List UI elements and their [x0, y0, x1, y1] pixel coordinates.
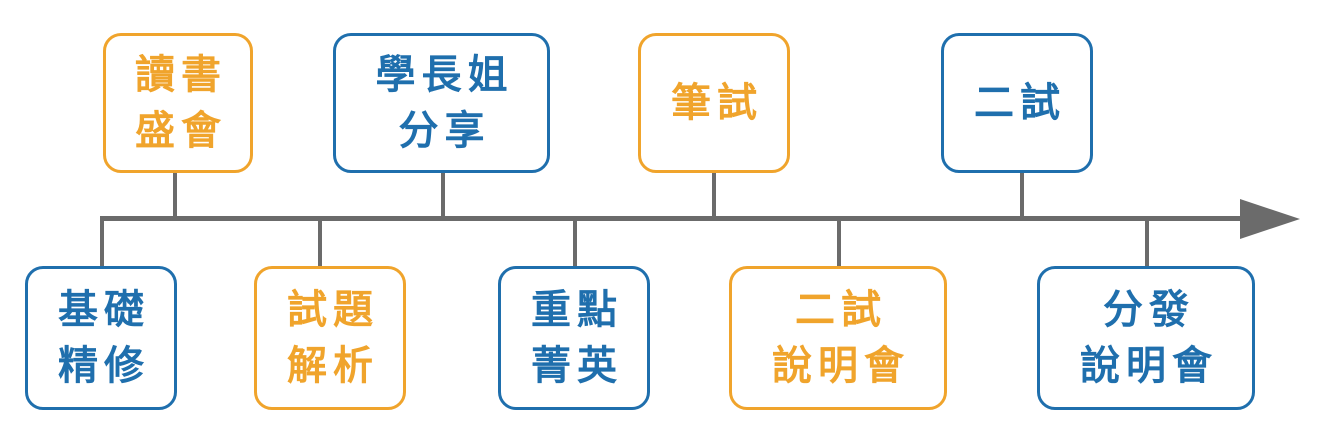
stage-box-exam-analysis: 試題 解析: [254, 266, 406, 410]
stage-box-line: 重點: [531, 287, 623, 333]
stage-box-written-exam: 筆試: [638, 33, 790, 173]
stage-box-line: 盛會: [135, 108, 227, 154]
stage-box-line: 筆試: [671, 80, 763, 126]
stage-box-senior-sharing: 學長姐 分享: [333, 33, 550, 173]
stage-box-foundation: 基礎 精修: [25, 266, 177, 410]
stage-box-line: 二試: [974, 80, 1066, 126]
stage-box-line: 分發: [1103, 287, 1195, 333]
stage-box-reading-event: 讀書 盛會: [103, 33, 253, 173]
connector-below-1: [100, 218, 104, 268]
stage-box-line: 分享: [398, 108, 491, 154]
stage-box-placement-briefing: 分發 說明會: [1037, 266, 1255, 410]
stage-box-line: 試題: [287, 287, 379, 333]
connector-below-4: [837, 218, 841, 268]
connector-below-2: [318, 218, 322, 268]
connector-above-3: [712, 172, 716, 218]
timeline-arrowhead: [1240, 199, 1300, 239]
stage-box-line: 讀書: [135, 52, 227, 98]
connector-below-3: [573, 218, 577, 268]
timeline-axis: [100, 216, 1250, 221]
stage-box-line: 說明會: [1080, 343, 1218, 389]
connector-above-1: [173, 172, 177, 218]
stage-box-line: 基礎: [58, 287, 150, 333]
stage-box-line: 二試: [795, 287, 887, 333]
stage-box-line: 說明會: [772, 343, 910, 389]
stage-box-key-elite: 重點 菁英: [498, 266, 650, 410]
stage-box-second-exam-briefing: 二試 說明會: [729, 266, 947, 410]
stage-box-line: 菁英: [531, 343, 623, 389]
stage-box-line: 精修: [58, 343, 150, 389]
stage-box-line: 學長姐: [375, 52, 514, 98]
stage-box-second-exam: 二試: [941, 33, 1093, 173]
connector-above-2: [441, 172, 445, 218]
stage-box-line: 解析: [287, 343, 379, 389]
connector-below-5: [1145, 218, 1149, 268]
connector-above-4: [1020, 172, 1024, 218]
